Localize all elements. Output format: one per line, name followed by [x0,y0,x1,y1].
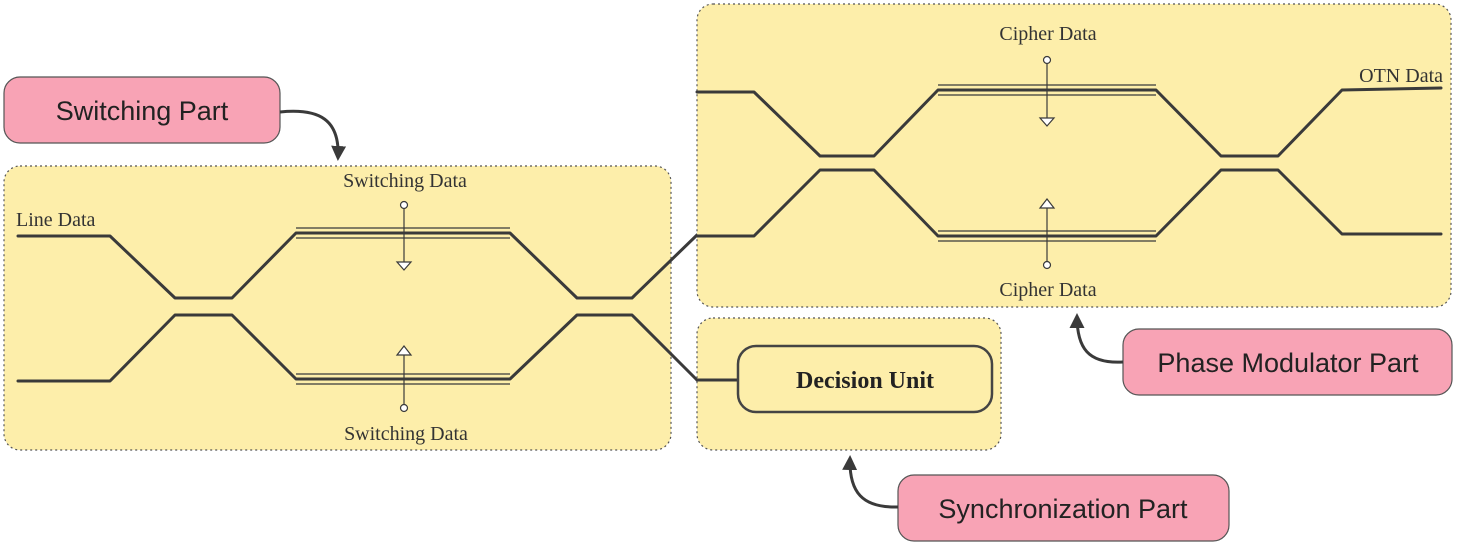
synchronization-part-callout: Synchronization Part [842,455,1230,542]
switching-upper-waveguide [16,231,699,300]
phase-modulator-part-callout-label: Phase Modulator Part [1157,348,1419,378]
switching-part-callout-box [3,76,281,144]
phase-modulator-part-callout-arrow [1069,313,1124,364]
phase-top-electrode-icon [1038,55,1056,127]
phase-modulator-region: Cipher Data Cipher Data OTN Data [695,3,1452,308]
decision-unit-box [736,344,994,414]
switching-data-bottom-label: Switching Data [344,423,468,445]
line-data-label: Line Data [16,209,96,231]
switching-part-callout: Switching Part [3,76,347,161]
synchronization-part-callout-label: Synchronization Part [938,494,1188,524]
decision-unit-label: Decision Unit [796,368,934,394]
switching-top-electrode-icon [395,200,413,271]
switching-region-box [3,165,672,451]
phase-modulator-part-callout: Phase Modulator Part [1069,313,1453,396]
switching-part-callout-arrow [279,109,347,161]
otn-data-label: OTN Data [1359,65,1443,87]
synchronization-region: Decision Unit [695,317,1002,451]
cipher-data-bottom-label: Cipher Data [999,279,1096,301]
switching-bottom-electrode-icon [395,345,413,413]
cipher-data-top-label: Cipher Data [999,23,1096,45]
synchronization-part-callout-arrow [842,455,899,509]
switching-lower-waveguide [16,313,699,383]
phase-modulator-region-box [696,3,1452,308]
switching-data-top-label: Switching Data [343,170,467,192]
switching-region: Switching Data Switching Data Line Data [3,165,699,451]
phase-bottom-electrode-icon [1038,198,1056,270]
switching-part-callout-label: Switching Part [56,96,229,126]
